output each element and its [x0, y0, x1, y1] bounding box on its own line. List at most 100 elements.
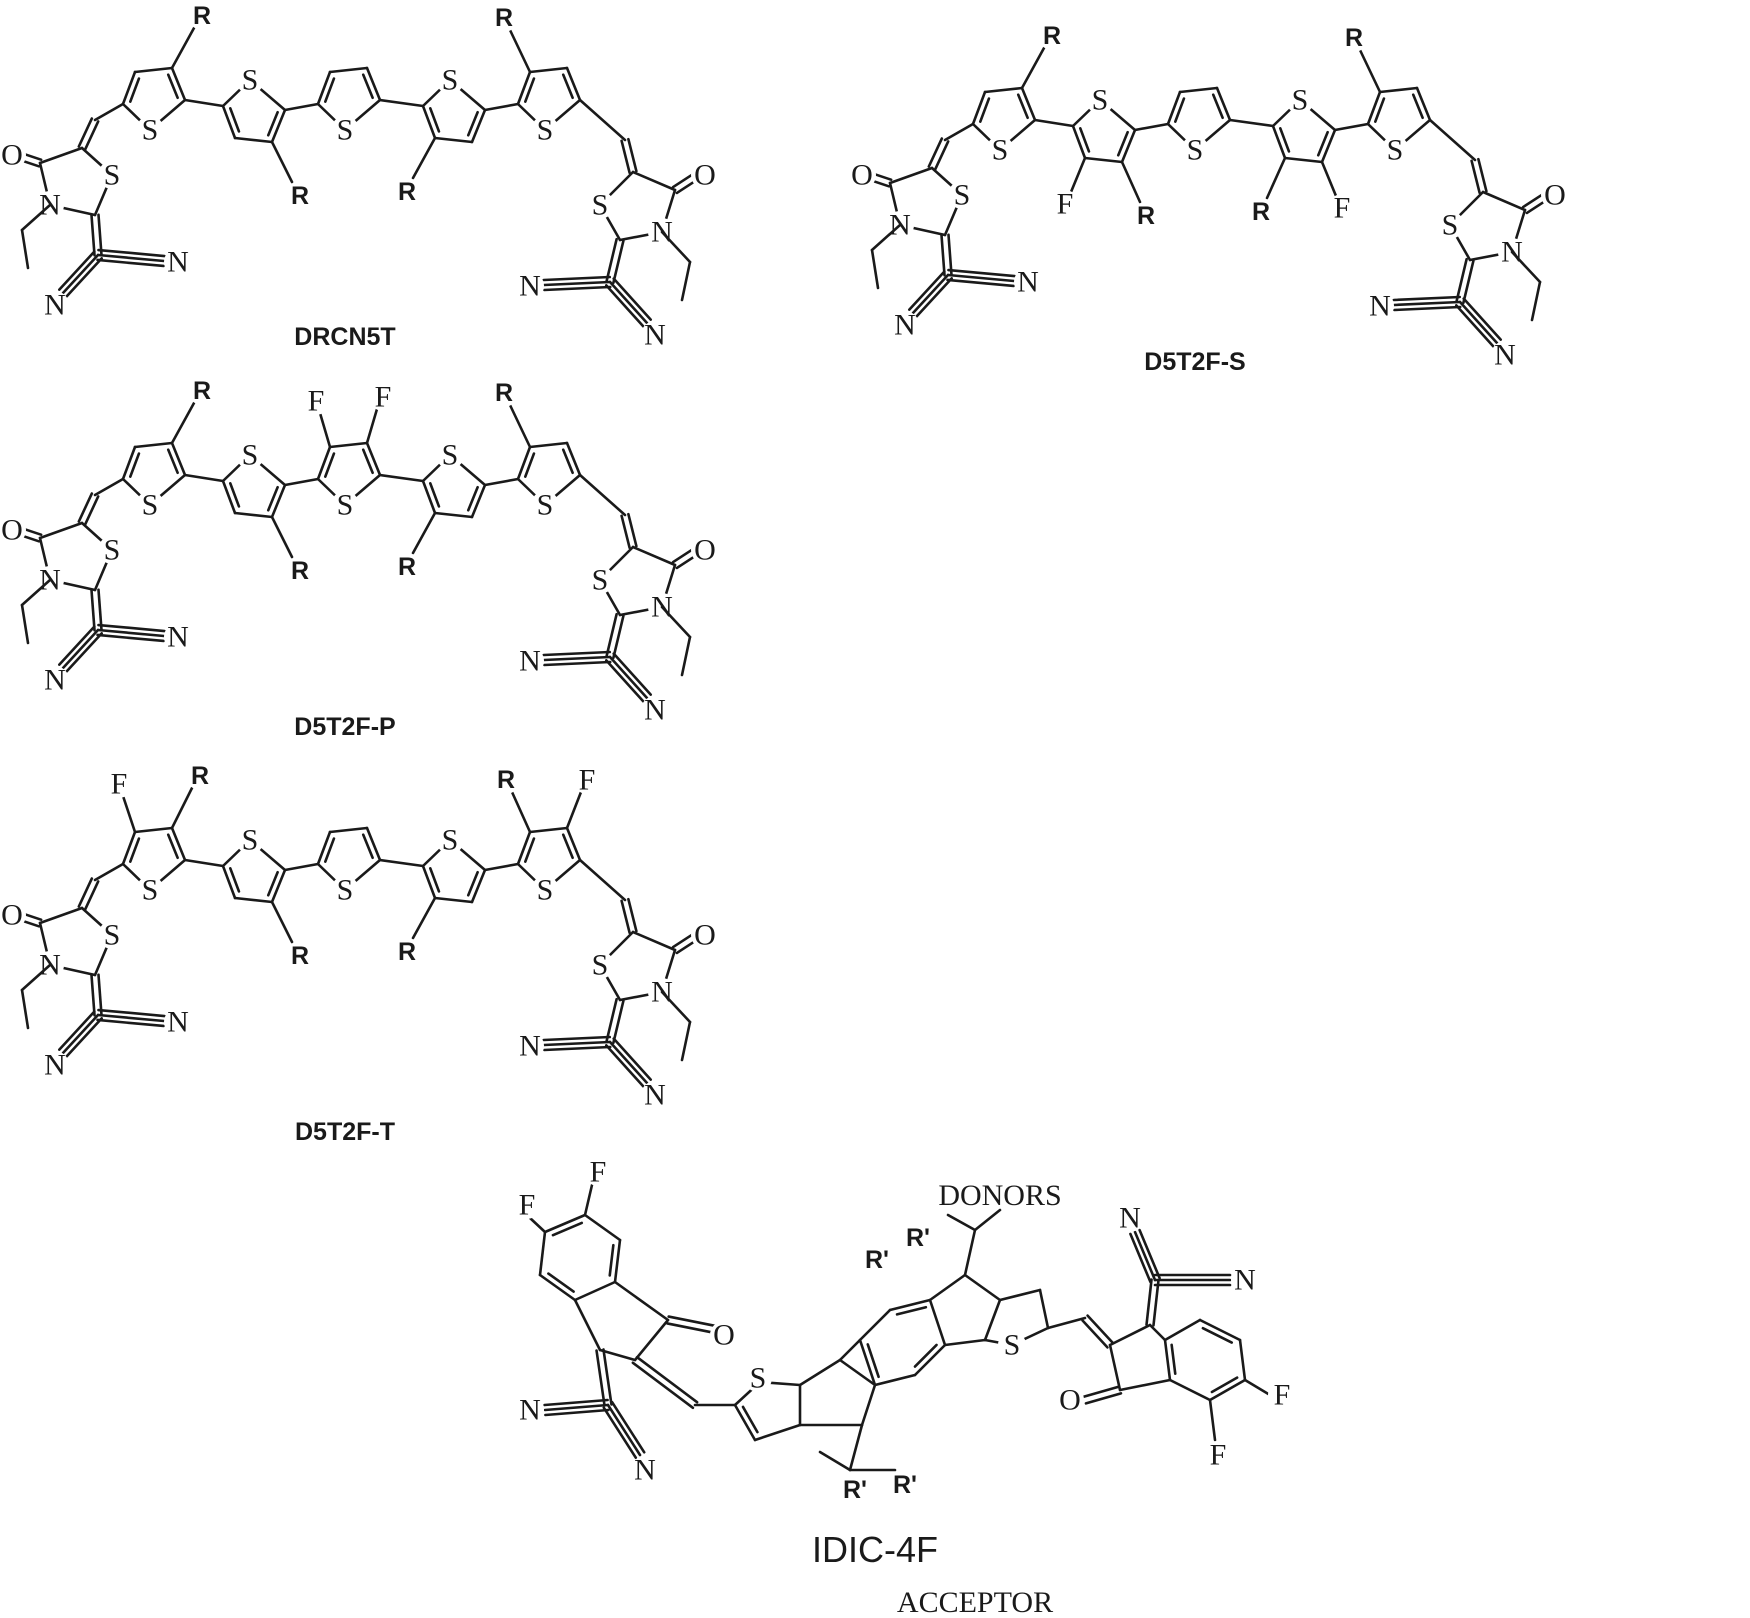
bond — [77, 492, 94, 523]
nitrogen-atom-label: N — [519, 1030, 541, 1063]
bond — [361, 833, 374, 860]
alkyl-r-label: R — [495, 4, 513, 32]
bond — [963, 1228, 977, 1277]
bond — [928, 1298, 947, 1347]
oxygen-atom-label: O — [694, 919, 716, 952]
atom-mask — [1014, 268, 1042, 296]
bond — [516, 445, 532, 481]
bond — [96, 628, 166, 638]
bond — [753, 1423, 802, 1442]
bond — [671, 547, 695, 564]
bond — [848, 1423, 864, 1472]
idic-4f-name-label: IDIC-4F — [812, 1529, 938, 1570]
bond — [818, 1450, 852, 1472]
sulfur-atom-label: S — [442, 439, 459, 472]
oxygen-atom-label: O — [694, 159, 716, 192]
bond — [538, 1273, 577, 1302]
atom-mask — [863, 1246, 891, 1274]
alkyl-r-label: R — [497, 766, 515, 794]
atom-mask — [98, 921, 126, 949]
bond — [58, 1010, 96, 1051]
atom-mask — [490, 4, 518, 32]
bond — [97, 213, 103, 257]
oxygen-atom-label: O — [1, 514, 23, 547]
atom-mask — [1247, 198, 1275, 226]
bond — [378, 858, 425, 868]
bond — [1129, 1232, 1152, 1284]
bond — [378, 473, 425, 483]
bond — [121, 830, 137, 866]
bond — [470, 108, 487, 144]
bond — [378, 98, 425, 108]
bond — [1069, 156, 1087, 194]
fluorine-atom-label: F — [1334, 192, 1351, 225]
atom-mask — [1268, 1381, 1296, 1409]
bond — [1373, 97, 1386, 123]
bond — [97, 973, 103, 1017]
bond — [1071, 124, 1087, 160]
d5t2f-p-name-label: D5T2F-P — [294, 713, 395, 741]
bond — [97, 623, 166, 633]
sulfur-atom-label: S — [337, 489, 354, 522]
bond — [631, 170, 677, 192]
sulfur-atom-label: S — [992, 134, 1009, 167]
atom-mask — [164, 623, 192, 651]
atom-mask — [492, 766, 520, 794]
atom-mask — [1491, 341, 1519, 369]
bond — [1238, 1338, 1247, 1382]
atom-mask — [641, 321, 669, 349]
bond — [612, 239, 625, 285]
atom-mask — [891, 311, 919, 339]
bond — [1046, 1316, 1087, 1330]
bond — [1477, 157, 1488, 193]
bond — [38, 906, 84, 925]
bond — [1120, 128, 1137, 164]
atom-mask — [1381, 136, 1409, 164]
bond — [583, 1213, 622, 1242]
bond — [1320, 160, 1338, 198]
atom-mask — [164, 1008, 192, 1036]
bond — [604, 284, 645, 328]
nitrogen-atom-label: N — [167, 246, 189, 279]
oxygen-atom-label: O — [851, 159, 873, 192]
oxygen-atom-label: O — [694, 534, 716, 567]
atom-mask — [186, 762, 214, 790]
bond — [221, 479, 237, 515]
bond — [1178, 86, 1219, 94]
bond — [838, 1358, 877, 1387]
bond — [1084, 1392, 1123, 1405]
bond — [90, 213, 96, 257]
bond — [233, 511, 274, 519]
bond — [871, 172, 893, 181]
bond — [1170, 1343, 1177, 1375]
alkyl-r-label: R — [193, 377, 211, 405]
sulfur-atom-label: S — [142, 489, 159, 522]
bond — [96, 633, 165, 643]
atom-mask — [1340, 24, 1368, 52]
bond — [266, 485, 279, 512]
bond — [483, 477, 520, 487]
bond — [1038, 1288, 1050, 1330]
bond — [1278, 127, 1291, 153]
fluorine-atom-label: F — [1210, 1439, 1227, 1472]
bond — [913, 1343, 938, 1368]
bond — [565, 441, 582, 477]
bond — [1415, 86, 1432, 122]
bond — [433, 896, 474, 904]
bond — [547, 1272, 575, 1293]
bond — [433, 136, 474, 144]
bond — [978, 97, 991, 123]
bond — [323, 837, 336, 863]
alkyl-r-prime-label: R' — [893, 1471, 917, 1499]
bond — [96, 1013, 166, 1023]
bond — [620, 139, 631, 175]
atom-mask — [516, 1032, 544, 1060]
bond — [121, 70, 137, 106]
atom-mask — [1132, 202, 1160, 230]
sulfur-atom-label: S — [337, 874, 354, 907]
bond — [612, 277, 653, 321]
fluorine-atom-label: F — [1274, 1379, 1291, 1412]
